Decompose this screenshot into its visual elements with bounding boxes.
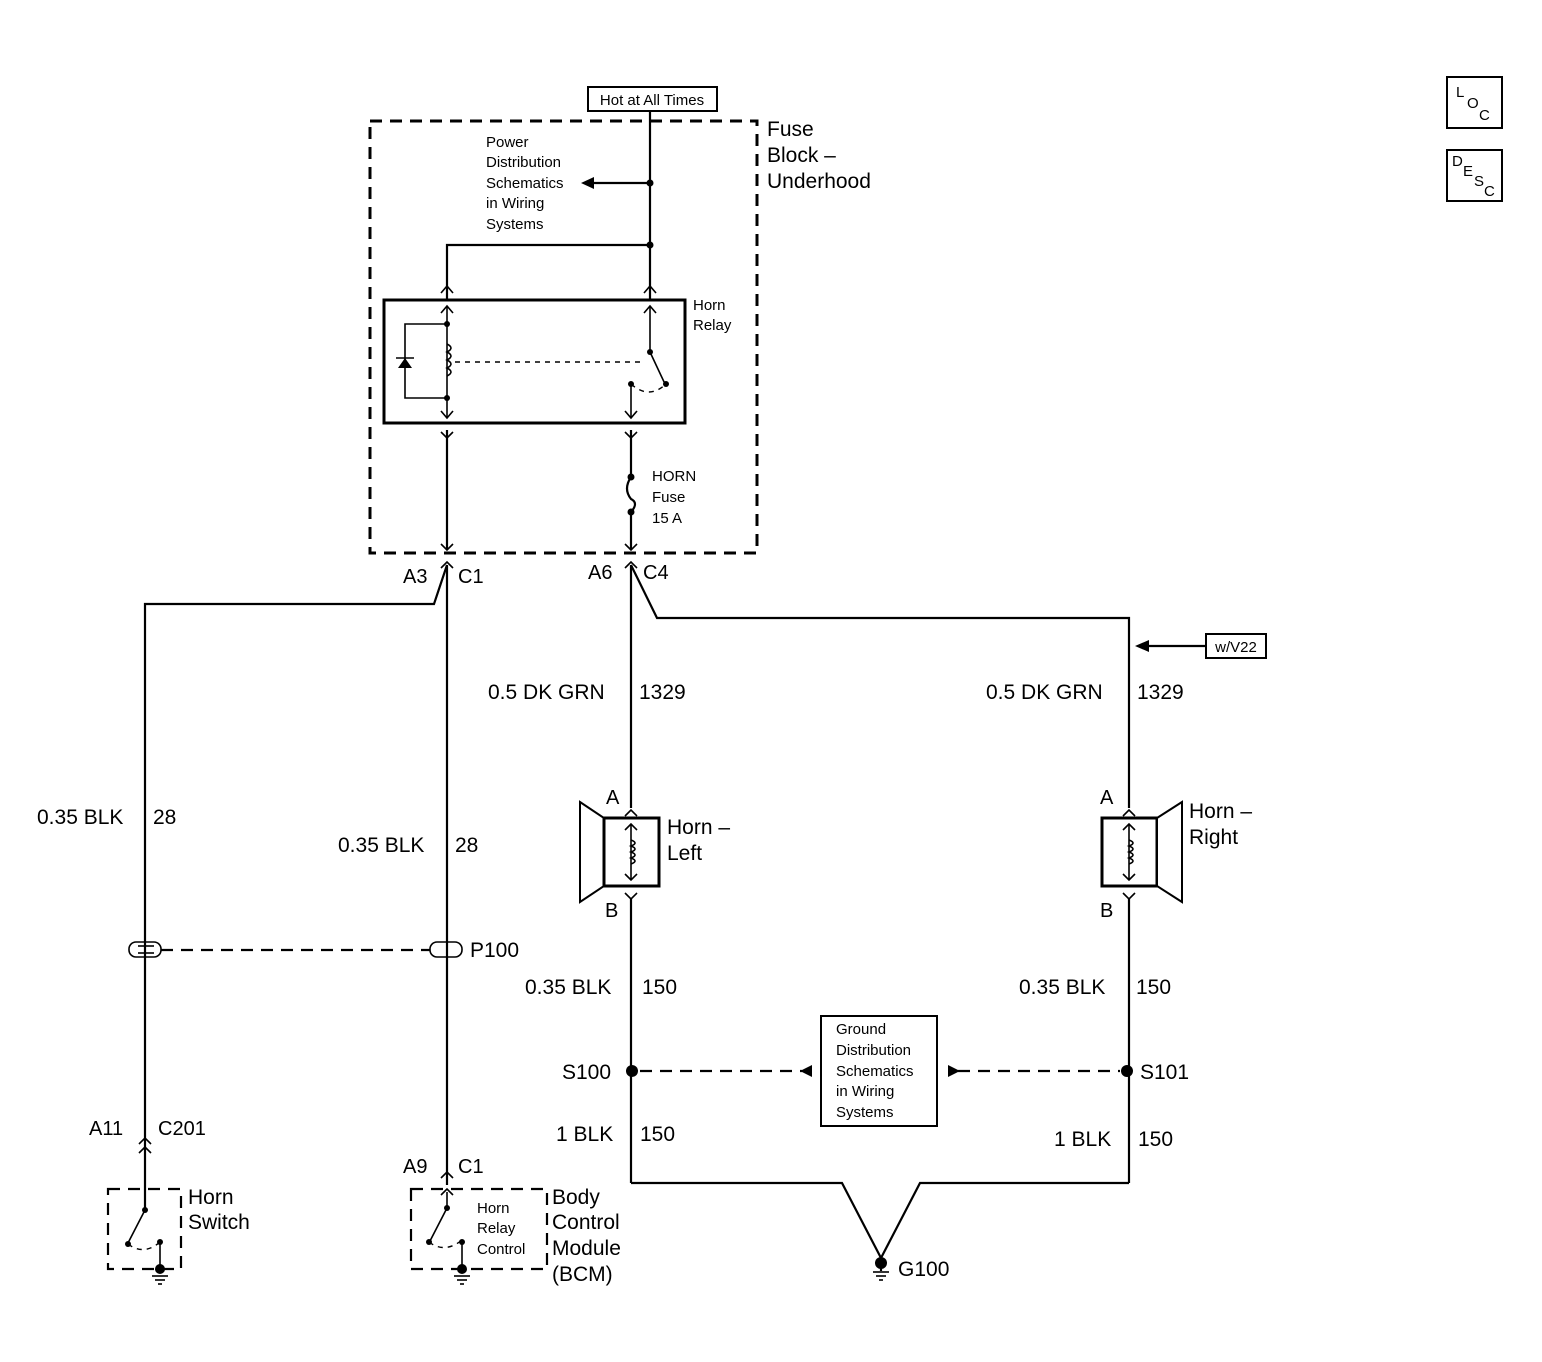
svg-text:w/V22: w/V22 [1214, 639, 1257, 656]
loc-letter-o: O [1467, 95, 1479, 112]
loc-button[interactable]: L O C [1446, 76, 1503, 129]
circuit-28-wiring [128, 564, 463, 1185]
fuse-block-outline [368, 119, 759, 555]
power-feed-wiring [440, 111, 657, 300]
wire-label-hr-color: 0.35 BLK [1019, 976, 1105, 999]
horn-right-label: Horn – Right [1189, 800, 1258, 849]
bcm-horn-relay-control-label: Horn Relay Control [477, 1200, 525, 1258]
horn-right-terminal-a: A [1100, 787, 1114, 809]
horn-right-terminal-b: B [1100, 900, 1113, 922]
wire-label-bcm-color: 0.35 BLK [338, 834, 424, 857]
horn-left-label: Horn – Left [667, 816, 736, 865]
connector-bcm-label: C1 [458, 1156, 484, 1178]
wire-label-gl-color: 1 BLK [556, 1123, 613, 1146]
horn-left-terminal-a: A [606, 787, 620, 809]
connector-c1-bcm [440, 1170, 454, 1179]
wire-label-gr-color: 1 BLK [1054, 1128, 1111, 1151]
horn-switch-component [106, 1187, 183, 1285]
desc-letter-c: C [1484, 183, 1495, 200]
horn-left-terminal-b: B [605, 900, 618, 922]
splice-s101-dot [1121, 1065, 1133, 1077]
bcm-relay-control-contact-icon [429, 1207, 448, 1242]
horn-relay [382, 298, 687, 425]
horn-switch-label: Horn Switch [188, 1186, 250, 1234]
connector-c201-pin: A11 [89, 1118, 123, 1140]
wire-label-switch-circuit: 28 [153, 806, 176, 829]
desc-letter-e: E [1463, 163, 1473, 180]
relay-coil-icon [445, 343, 452, 377]
horn-fuse-label: HORN Fuse 15 A [652, 468, 700, 527]
wire-label-right-circuit: 1329 [1137, 681, 1184, 704]
connector-bcm-pin: A9 [403, 1156, 427, 1178]
ground-g100-label: G100 [898, 1258, 949, 1281]
wire-label-hl-circuit: 150 [642, 976, 677, 999]
horn-fuse-icon [625, 476, 637, 513]
wire-label-left-circuit: 1329 [639, 681, 686, 704]
bcm-component [409, 1187, 549, 1285]
wire-label-bcm-circuit: 28 [455, 834, 478, 857]
power-distribution-ref[interactable]: Power Distribution Schematics in Wiring … [486, 134, 568, 233]
svg-text:C1: C1 [458, 566, 484, 588]
horn-left-component [579, 800, 661, 904]
splice-s101-label: S101 [1140, 1061, 1189, 1084]
ground-g100-icon [873, 1257, 889, 1281]
power-source-label: Hot at All Times [587, 86, 718, 112]
wire-label-hl-color: 0.35 BLK [525, 976, 611, 999]
diode-icon [398, 358, 412, 368]
loc-letter-l: L [1456, 84, 1464, 101]
connector-c1-top: A3 C1 [403, 560, 484, 588]
power-ref-arrow-icon [581, 177, 594, 189]
relay-switch-contact-icon [649, 351, 666, 385]
ground-distribution-ref[interactable]: Ground Distribution Schematics in Wiring… [820, 1015, 938, 1127]
svg-text:A3: A3 [403, 566, 427, 588]
connector-c201-label: C201 [158, 1118, 206, 1140]
wire-label-switch-color: 0.35 BLK [37, 806, 123, 829]
desc-button[interactable]: D E S C [1446, 149, 1503, 202]
wire-label-left-color: 0.5 DK GRN [488, 681, 605, 704]
horn-right-component [1100, 800, 1183, 904]
option-tag: w/V22 [1135, 633, 1267, 659]
loc-letter-c: C [1479, 107, 1490, 124]
relay-output-wiring [440, 430, 638, 552]
wire-label-gl-circuit: 150 [640, 1123, 675, 1146]
svg-text:Ground Distribution: Ground Distribution Schematics in Wiring… [836, 1021, 918, 1121]
inline-connector-label: P100 [470, 939, 519, 962]
horn-switch-contact-icon [127, 1209, 146, 1244]
splice-s100-dot [626, 1065, 638, 1077]
svg-text:Hot at All Times: Hot at All Times [600, 92, 704, 109]
circuit-1329-wiring [629, 564, 1131, 808]
fuse-block-label: Fuse Block – Underhood [767, 118, 871, 193]
svg-text:C4: C4 [643, 562, 669, 584]
connector-c4: A6 C4 [588, 560, 669, 584]
horn-relay-label: Horn Relay [693, 297, 732, 334]
desc-letter-s: S [1474, 173, 1484, 190]
desc-letter-d: D [1452, 153, 1463, 170]
wire-label-hr-circuit: 150 [1136, 976, 1171, 999]
bcm-label: Body Control Module (BCM) [552, 1186, 627, 1286]
svg-text:A6: A6 [588, 562, 612, 584]
splice-s100-label: S100 [562, 1061, 611, 1084]
connector-c201 [138, 1136, 152, 1210]
wire-label-gr-circuit: 150 [1138, 1128, 1173, 1151]
wire-label-right-color: 0.5 DK GRN [986, 681, 1103, 704]
